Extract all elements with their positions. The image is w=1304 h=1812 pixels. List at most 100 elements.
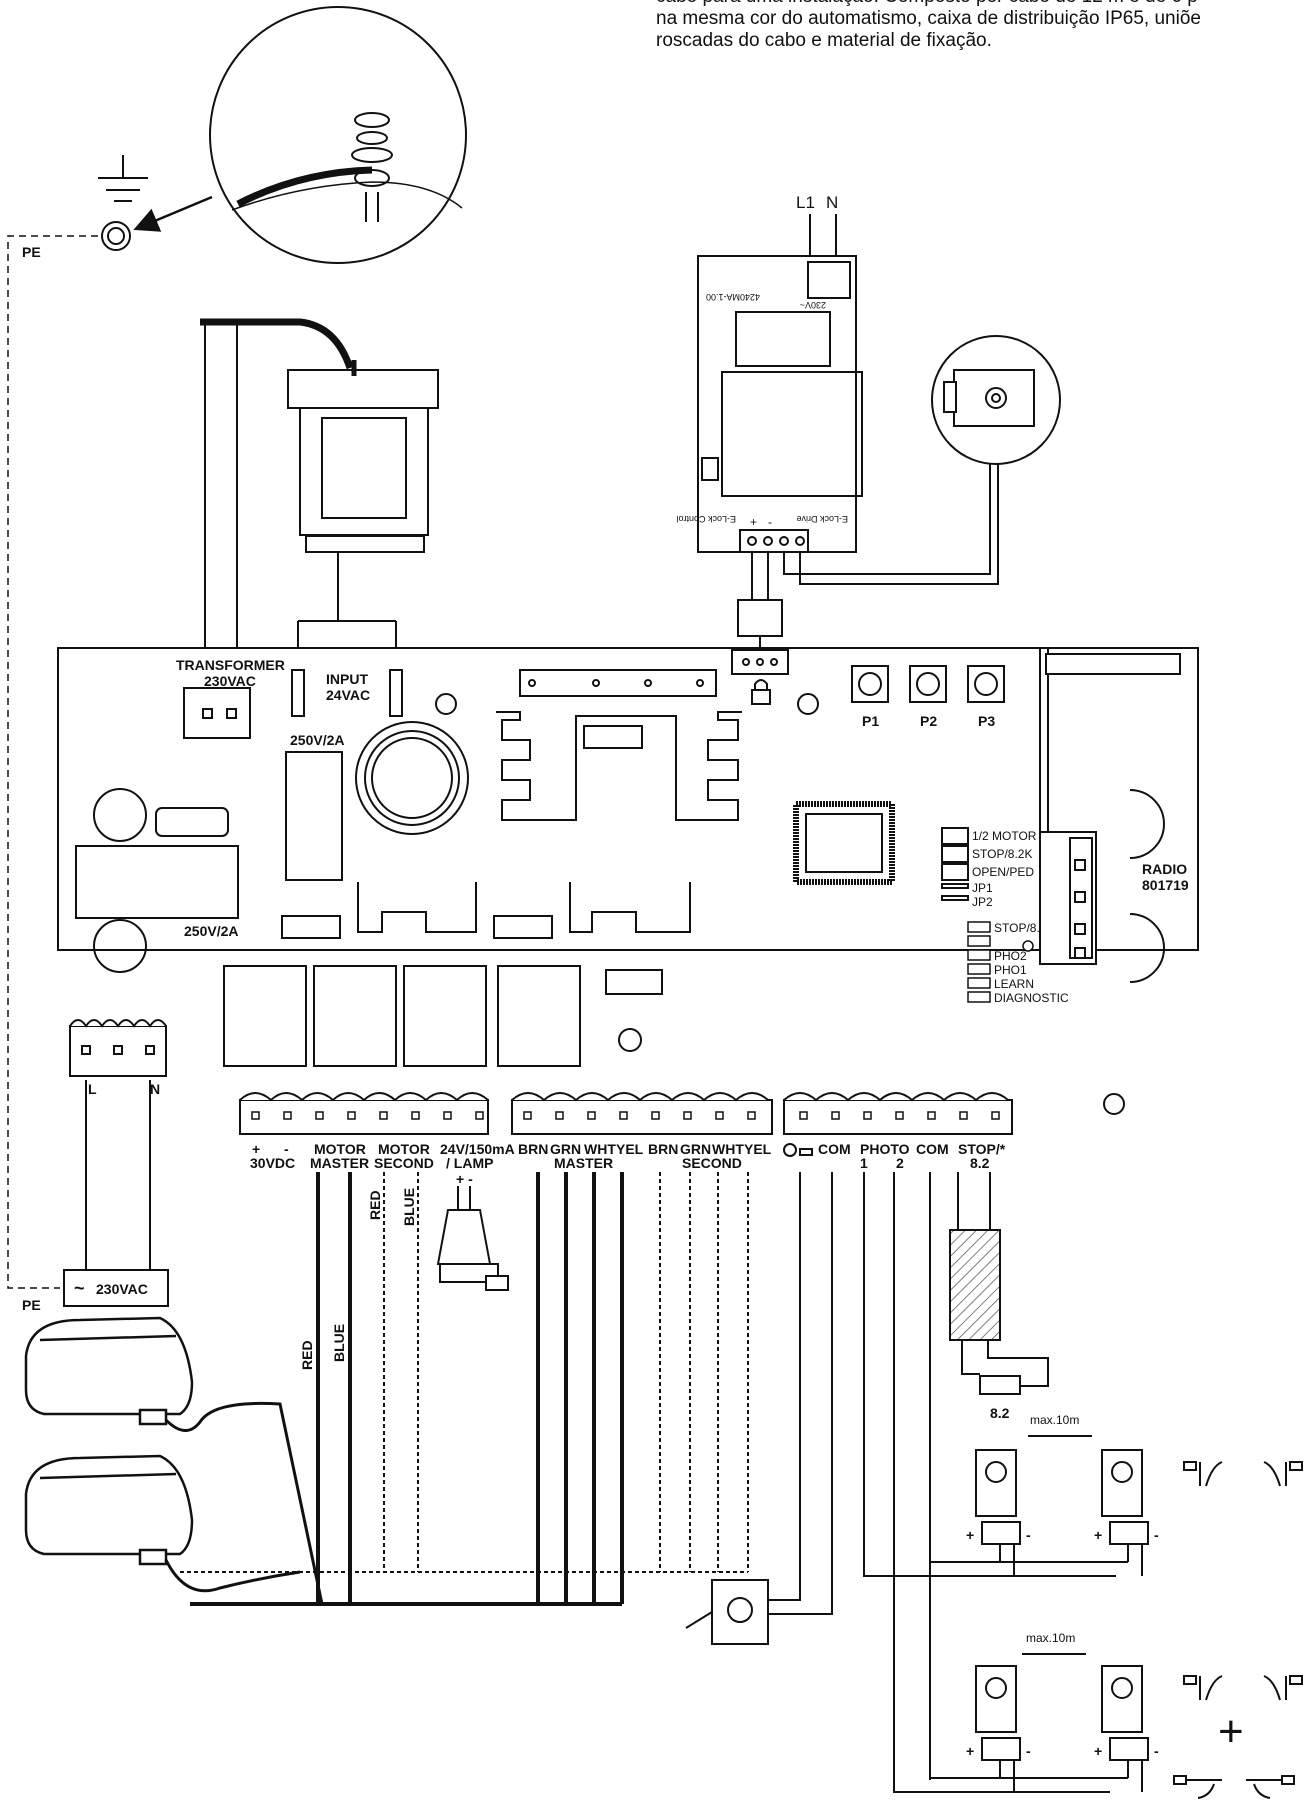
term-plus: + [252, 1141, 260, 1157]
term-photo: PHOTO [860, 1141, 910, 1157]
lamp-polarity: + - [456, 1171, 473, 1187]
terminal-block-3 [783, 1092, 1013, 1135]
elock-drive-label: E-Lock Drive [796, 514, 848, 524]
microcontroller [793, 801, 895, 885]
radio-label: RADIO [1142, 861, 1187, 877]
term-yel-s: YEL [744, 1141, 772, 1157]
photocell-1-minus-b: - [1154, 1527, 1159, 1543]
warning-lamp [436, 1186, 509, 1291]
term-second-sub: SECOND [374, 1155, 434, 1171]
input-pins [291, 669, 403, 717]
elock-supply-wires [809, 214, 837, 258]
transformer-connector-label: TRANSFORMER [176, 657, 285, 673]
photocell-wires [863, 1172, 1116, 1793]
transformer-connector-voltage: 230VAC [204, 673, 256, 689]
transformer-connector [183, 687, 251, 739]
capacitor [355, 721, 469, 835]
mains-supply [63, 1269, 169, 1307]
led-pho1-label: PHO1 [994, 963, 1027, 977]
motor-second-wires [180, 1172, 749, 1573]
pe-label-bottom: PE [22, 1297, 41, 1313]
jumper-1-label: 1/2 MOTOR [972, 829, 1037, 843]
fuse-left [75, 845, 239, 919]
term-motor-second: MOTOR [378, 1141, 430, 1157]
button-p1-label: P1 [862, 713, 879, 729]
supply-l1-label: L1 [796, 193, 815, 212]
led-pho2-label: PHO2 [994, 949, 1027, 963]
jp2-label: JP2 [972, 895, 993, 909]
jumper-header [941, 827, 969, 901]
mains-wires [85, 1080, 151, 1270]
photocell-distance-1: max.10m [1030, 1413, 1079, 1427]
elock-code: 4240MA-1.00 [706, 292, 760, 302]
gate-direction-icons [1173, 1461, 1303, 1799]
elock-control-label: E-Lock Control [676, 514, 736, 524]
supply-n-label: N [826, 193, 838, 212]
terminal-screws [251, 1111, 1000, 1120]
term-stop-82: 8.2 [970, 1155, 990, 1171]
elock-plus: + [750, 515, 757, 529]
ground-symbol [98, 155, 148, 202]
mount-hole-4 [1103, 1093, 1125, 1115]
mount-hole-2 [797, 693, 819, 715]
mount-hole-5 [93, 919, 147, 973]
relays [223, 882, 691, 1067]
radio-code: 801719 [1142, 877, 1189, 893]
key-switch [685, 1579, 769, 1645]
button-p3-label: P3 [978, 713, 995, 729]
term-yel-m: YEL [616, 1141, 644, 1157]
transformer [287, 360, 439, 553]
photocell-1-plus-a: + [966, 1527, 974, 1543]
ground-arrow [133, 195, 213, 232]
stop-cable-sleeve [949, 1229, 1001, 1341]
fuse-top-label: 250V/2A [290, 732, 344, 748]
photocell-pair-1 [975, 1435, 1149, 1576]
term-30vdc: 30VDC [250, 1155, 295, 1171]
radio-receiver [1039, 653, 1181, 983]
motor-master-wires [190, 1172, 624, 1606]
pe-label-top: PE [22, 244, 41, 260]
photocell-2-plus-b: + [1094, 1743, 1102, 1759]
term-wht-s: WHT [712, 1141, 744, 1157]
term-grn-s: GRN [680, 1141, 711, 1157]
wire-blue-1: BLUE [331, 1324, 347, 1362]
photocell-2-plus-a: + [966, 1743, 974, 1759]
elock-minus: - [768, 515, 772, 529]
photocell-combine-symbol: + [1218, 1707, 1244, 1756]
heatsink [496, 669, 742, 821]
term-brn-s: BRN [648, 1141, 678, 1157]
term-motor-master: MOTOR [314, 1141, 366, 1157]
led-diagnostic-label: DIAGNOSTIC [994, 991, 1069, 1005]
term-encoder-second: SECOND [682, 1155, 742, 1171]
mains-l-label: L [88, 1081, 97, 1097]
photocell-2-minus-a: - [1026, 1743, 1031, 1759]
term-encoder-master: MASTER [554, 1155, 613, 1171]
motor-master [24, 1316, 324, 1605]
term-grn-m: GRN [550, 1141, 581, 1157]
transformer-primary-cable [200, 318, 354, 370]
stop-resistor [979, 1375, 1021, 1395]
photocell-2-minus-b: - [1154, 1743, 1159, 1759]
term-photo-2: 2 [896, 1155, 904, 1171]
stop-resistor-label: 8.2 [990, 1405, 1010, 1421]
mount-hole-6 [618, 1028, 642, 1052]
photocell-distance-2: max.10m [1026, 1631, 1075, 1645]
ground-stud [101, 221, 131, 251]
mains-terminal [69, 1019, 167, 1077]
input-label: INPUT [326, 671, 368, 687]
fuse-left-label: 250V/2A [184, 923, 238, 939]
term-master-sub: MASTER [310, 1155, 369, 1171]
term-minus: - [284, 1141, 289, 1157]
stop-wires [957, 1172, 1049, 1387]
mount-hole-3 [93, 788, 147, 842]
term-brn-m: BRN [518, 1141, 548, 1157]
lock-connector [731, 649, 789, 705]
elock-voltage: 230V~ [800, 300, 826, 310]
term-stop: STOP/* [958, 1141, 1006, 1157]
elock-module [697, 255, 863, 553]
term-com-1: COM [818, 1141, 851, 1157]
jumper-3-label: OPEN/PED [972, 865, 1034, 879]
photocell-1-plus-b: + [1094, 1527, 1102, 1543]
elock-wiring [737, 456, 999, 650]
led-learn-label: LEARN [994, 977, 1034, 991]
